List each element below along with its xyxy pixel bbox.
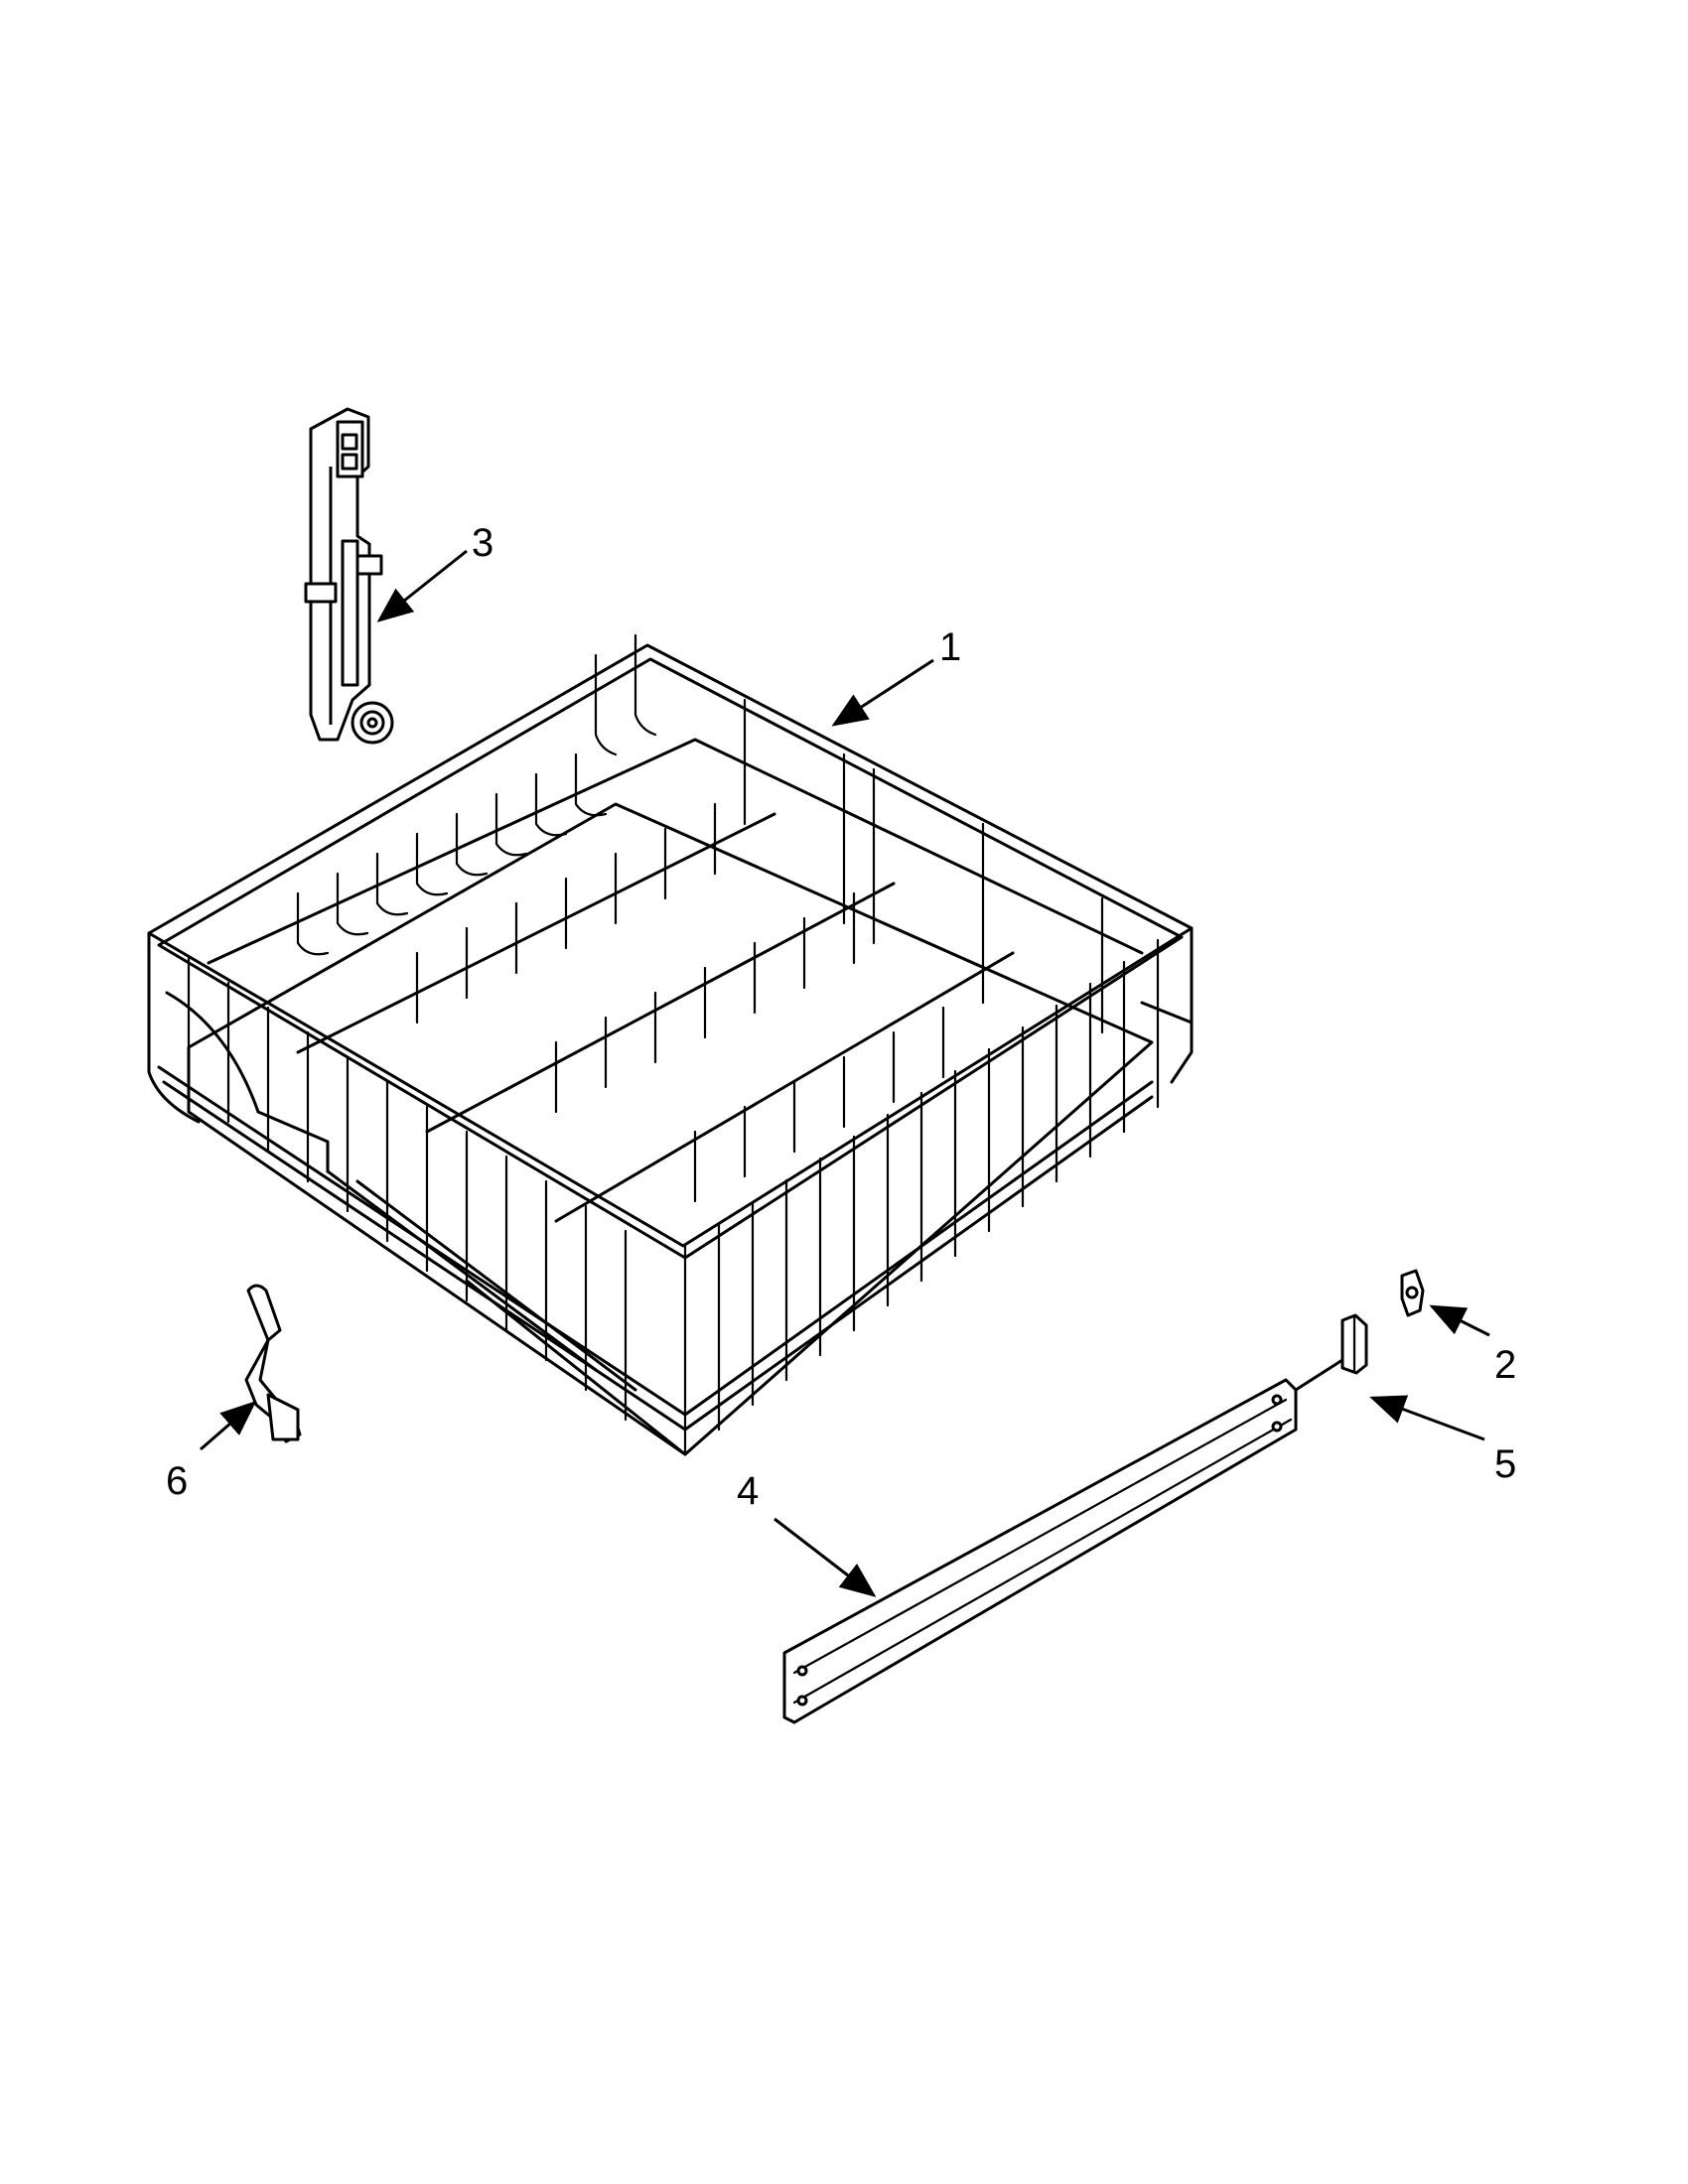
leader-3 bbox=[376, 549, 468, 622]
leader-2 bbox=[1429, 1304, 1490, 1337]
callout-3: 3 bbox=[472, 521, 493, 565]
rack-adjuster-icon[interactable] bbox=[304, 407, 394, 745]
callout-4: 4 bbox=[737, 1469, 759, 1513]
leader-5-to-rail bbox=[1295, 1358, 1343, 1392]
callout-2: 2 bbox=[1494, 1343, 1516, 1387]
leader-lines bbox=[200, 549, 1490, 1597]
leader-6 bbox=[200, 1401, 257, 1451]
leader-5 bbox=[1369, 1395, 1485, 1441]
callout-1: 1 bbox=[939, 625, 961, 669]
leader-4 bbox=[774, 1517, 877, 1597]
hook-clip-icon[interactable] bbox=[244, 1284, 302, 1443]
rail-icon[interactable] bbox=[782, 1378, 1298, 1724]
clip-icon[interactable] bbox=[1400, 1269, 1425, 1317]
leader-1 bbox=[831, 658, 934, 727]
callout-labels: 1 2 3 4 5 6 bbox=[166, 521, 1516, 1513]
dishrack-icon[interactable] bbox=[147, 633, 1194, 1456]
stop-clip-icon[interactable] bbox=[1340, 1313, 1368, 1375]
callout-6: 6 bbox=[166, 1459, 188, 1503]
callout-5: 5 bbox=[1494, 1442, 1516, 1486]
